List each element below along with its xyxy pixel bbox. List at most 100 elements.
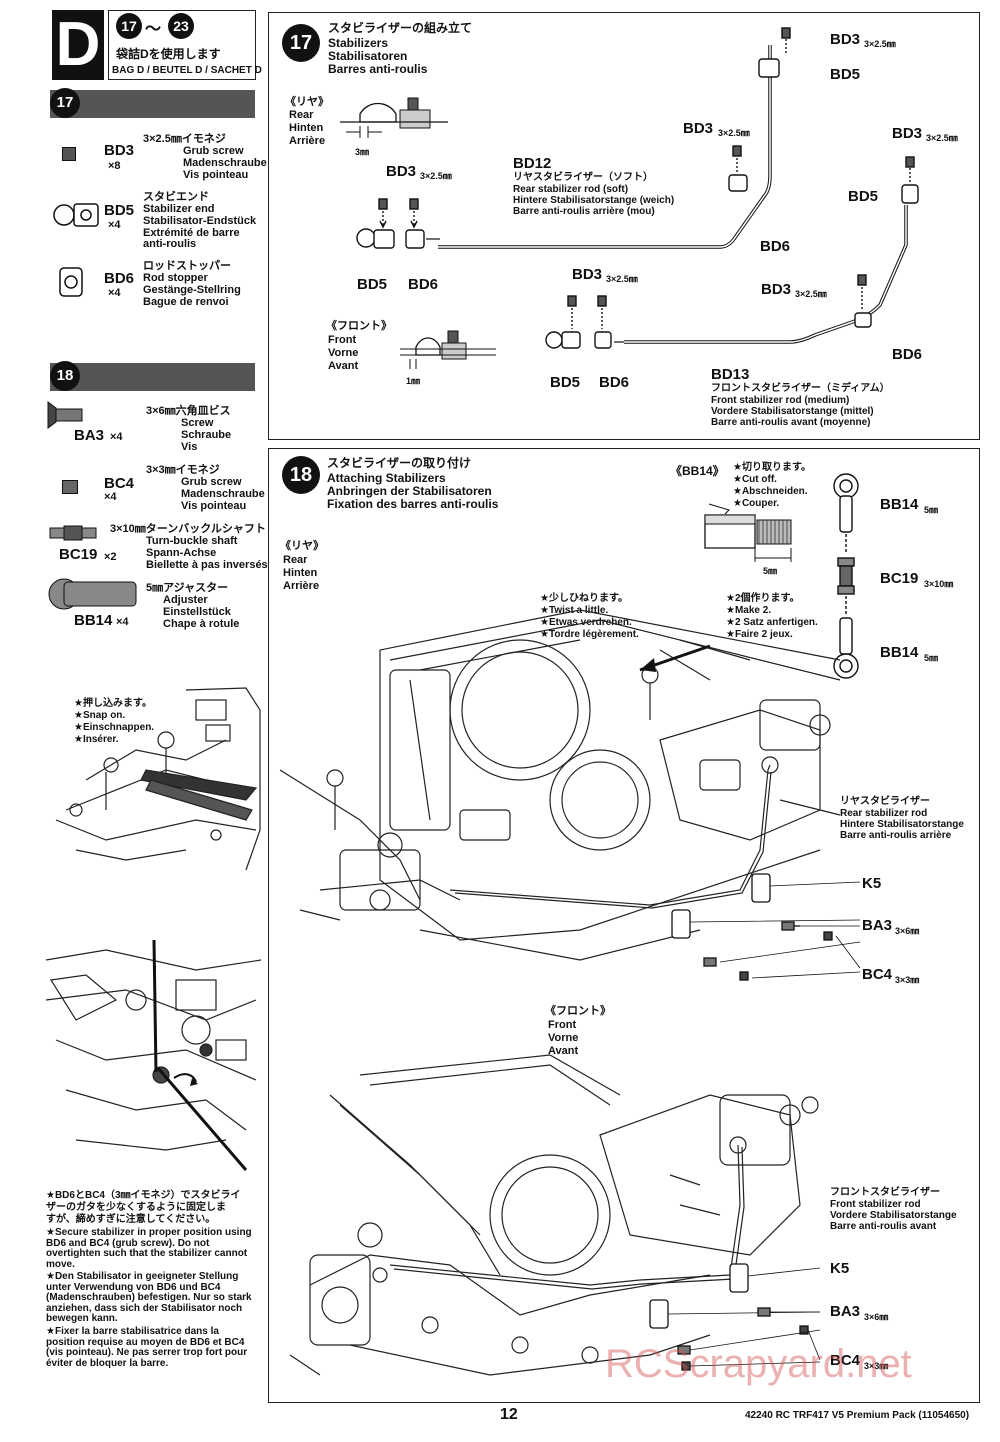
- bd3-size: 3×2.5㎜: [420, 171, 452, 181]
- front-stabilizer-rod-bd13: [545, 156, 919, 349]
- front-stab-de: Vordere Stabilisatorstange: [830, 1210, 957, 1221]
- rear-view-en: Rear: [283, 554, 308, 566]
- part-fr: Vis: [181, 441, 198, 453]
- part-jp: 5㎜アジャスター: [146, 582, 229, 594]
- turnbuckle-icon: [49, 525, 97, 541]
- rear-stab-de: Hintere Stabilisatorstange: [840, 819, 964, 830]
- cut-de: ★Abschneiden.: [733, 486, 808, 497]
- twist-fr: ★Tordre légèrement.: [540, 629, 639, 640]
- cut-length: 5㎜: [763, 566, 778, 576]
- part-jp: 3×6㎜六角皿ビス: [146, 405, 231, 417]
- bd5-label-front-top: BD5: [848, 188, 879, 205]
- note-jp3: すが、締めすぎに注意してください。: [46, 1214, 216, 1225]
- turnbuckle-assembly: [833, 473, 859, 679]
- bd6-label: BD6: [408, 276, 439, 293]
- make-jp: ★2個作ります。: [726, 593, 800, 604]
- part-qty: ×4: [116, 616, 129, 628]
- bd3-label-rear-top: BD3: [830, 31, 861, 48]
- step18-parts-bar: [50, 363, 255, 391]
- bc4-size-front: 3×3㎜: [864, 1361, 889, 1371]
- part-qty: ×4: [108, 287, 121, 299]
- front-hardware-callouts: [649, 1263, 821, 1371]
- watermark: RCScrapyard.net: [605, 1342, 912, 1386]
- step-to-badge: 23: [168, 13, 194, 39]
- part-code: BB14: [74, 612, 113, 629]
- front-stab-en: Front stabilizer rod: [830, 1199, 921, 1210]
- make-fr: ★Faire 2 jeux.: [726, 629, 793, 640]
- step-from-badge: 17: [116, 13, 142, 39]
- part-fr: Chape à rotule: [163, 618, 240, 630]
- front-view-en: Front: [548, 1019, 577, 1031]
- countersunk-screw-icon: [47, 401, 83, 429]
- part-code: BD5: [104, 202, 135, 219]
- snap-de: ★Einschnappen.: [74, 722, 155, 733]
- bag-jp: 袋詰Dを使用します: [116, 47, 221, 61]
- bb14-label-bottom: BB14: [880, 644, 919, 661]
- rear-view-jp: 《リヤ》: [280, 540, 324, 552]
- bd3-size-front: 3×2.5㎜: [606, 274, 638, 284]
- note-jp1: ★BD6とBC4（3㎜イモネジ）でスタビライ: [46, 1190, 241, 1201]
- cut-en: ★Cut off.: [733, 474, 777, 485]
- cut-jp: ★切り取ります。: [733, 462, 811, 473]
- bb14-label-top: BB14: [880, 496, 919, 513]
- step18-badge: 18: [282, 456, 320, 494]
- rear-hardware-callouts: [671, 873, 861, 981]
- bd5-label-rear-top: BD5: [830, 66, 861, 83]
- part-jp: 3×2.5㎜イモネジ: [143, 133, 226, 145]
- bd6-label-front-right: BD6: [892, 346, 923, 363]
- cut-fr: ★Couper.: [733, 498, 780, 509]
- bd3-label-rear: BD3: [683, 120, 714, 137]
- bd13-jp: フロントスタビライザー（ミディアム）: [711, 383, 890, 394]
- front-stab-jp: フロントスタビライザー: [830, 1187, 940, 1198]
- front-chassis-illustration: [289, 1054, 819, 1376]
- part-fr: Bague de renvoi: [143, 296, 229, 308]
- k5-label-rear: K5: [862, 875, 882, 892]
- snap-on-illustration: [55, 687, 261, 871]
- step17-badge: 17: [282, 24, 320, 62]
- part-code: BD6: [104, 270, 135, 287]
- part-de: Schraube: [181, 429, 232, 441]
- footer-model: 42240 RC TRF417 V5 Premium Pack (1105465…: [745, 1410, 970, 1421]
- bb14-size-bottom: 5㎜: [924, 653, 939, 663]
- part-qty: ×2: [104, 551, 117, 563]
- bd3-label-front-top: BD3: [892, 125, 923, 142]
- note-fr: ★Fixer la barre stabilisatrice dans la p…: [46, 1326, 248, 1369]
- bd13-en: Front stabilizer rod (medium): [711, 395, 850, 406]
- part-fr: Biellette à pas inversés: [146, 559, 268, 571]
- step17-parts-bar: [50, 90, 255, 118]
- rear-stab-en: Rear stabilizer rod: [840, 808, 928, 819]
- k5-label-front: K5: [830, 1260, 850, 1277]
- part-fr: Vis pointeau: [181, 500, 247, 512]
- bc19-size: 3×10㎜: [924, 579, 954, 589]
- ba3-size-rear: 3×6㎜: [895, 926, 920, 936]
- front-stab-fr: Barre anti-roulis avant: [830, 1221, 937, 1232]
- adjuster-icon: [48, 578, 137, 610]
- step17-title-de: Stabilisatoren: [328, 49, 408, 63]
- rear-gap-value: 3㎜: [355, 147, 370, 157]
- part-code: BA3: [74, 427, 105, 444]
- part-fr: Extrémité de barre: [143, 227, 240, 239]
- part-jp: 3×3㎜イモネジ: [146, 464, 220, 476]
- rear-view-de: Hinten: [283, 567, 318, 579]
- bc4-label-rear: BC4: [862, 966, 893, 983]
- grub-screw-adjust-illustration: [45, 939, 262, 1171]
- bd6-label-rear: BD6: [760, 238, 791, 255]
- ba3-label-rear: BA3: [862, 917, 893, 934]
- page-number: 12: [500, 1406, 518, 1423]
- twist-jp: ★少しひねります。: [540, 593, 628, 604]
- ba3-size-front: 3×6㎜: [864, 1312, 889, 1322]
- bd5-label-front: BD5: [550, 374, 581, 391]
- bd3-size-rear-top: 3×2.5㎜: [864, 39, 896, 49]
- step17-title-en: Stabilizers: [328, 36, 389, 50]
- part-code: BD3: [104, 142, 135, 159]
- part-en: Stabilizer end: [143, 203, 215, 215]
- rear-stab-jp: リヤスタビライザー: [840, 796, 930, 807]
- bc4-label-front: BC4: [830, 1352, 861, 1369]
- part-de: Madenschraube: [183, 157, 267, 169]
- front-gap-value: 1㎜: [406, 376, 421, 386]
- bd6-label-front: BD6: [599, 374, 630, 391]
- bag-letter: D: [52, 10, 104, 80]
- part-en: Grub screw: [181, 476, 242, 488]
- snap-fr: ★Insérer.: [74, 734, 119, 745]
- part-de: Einstellstück: [163, 606, 231, 618]
